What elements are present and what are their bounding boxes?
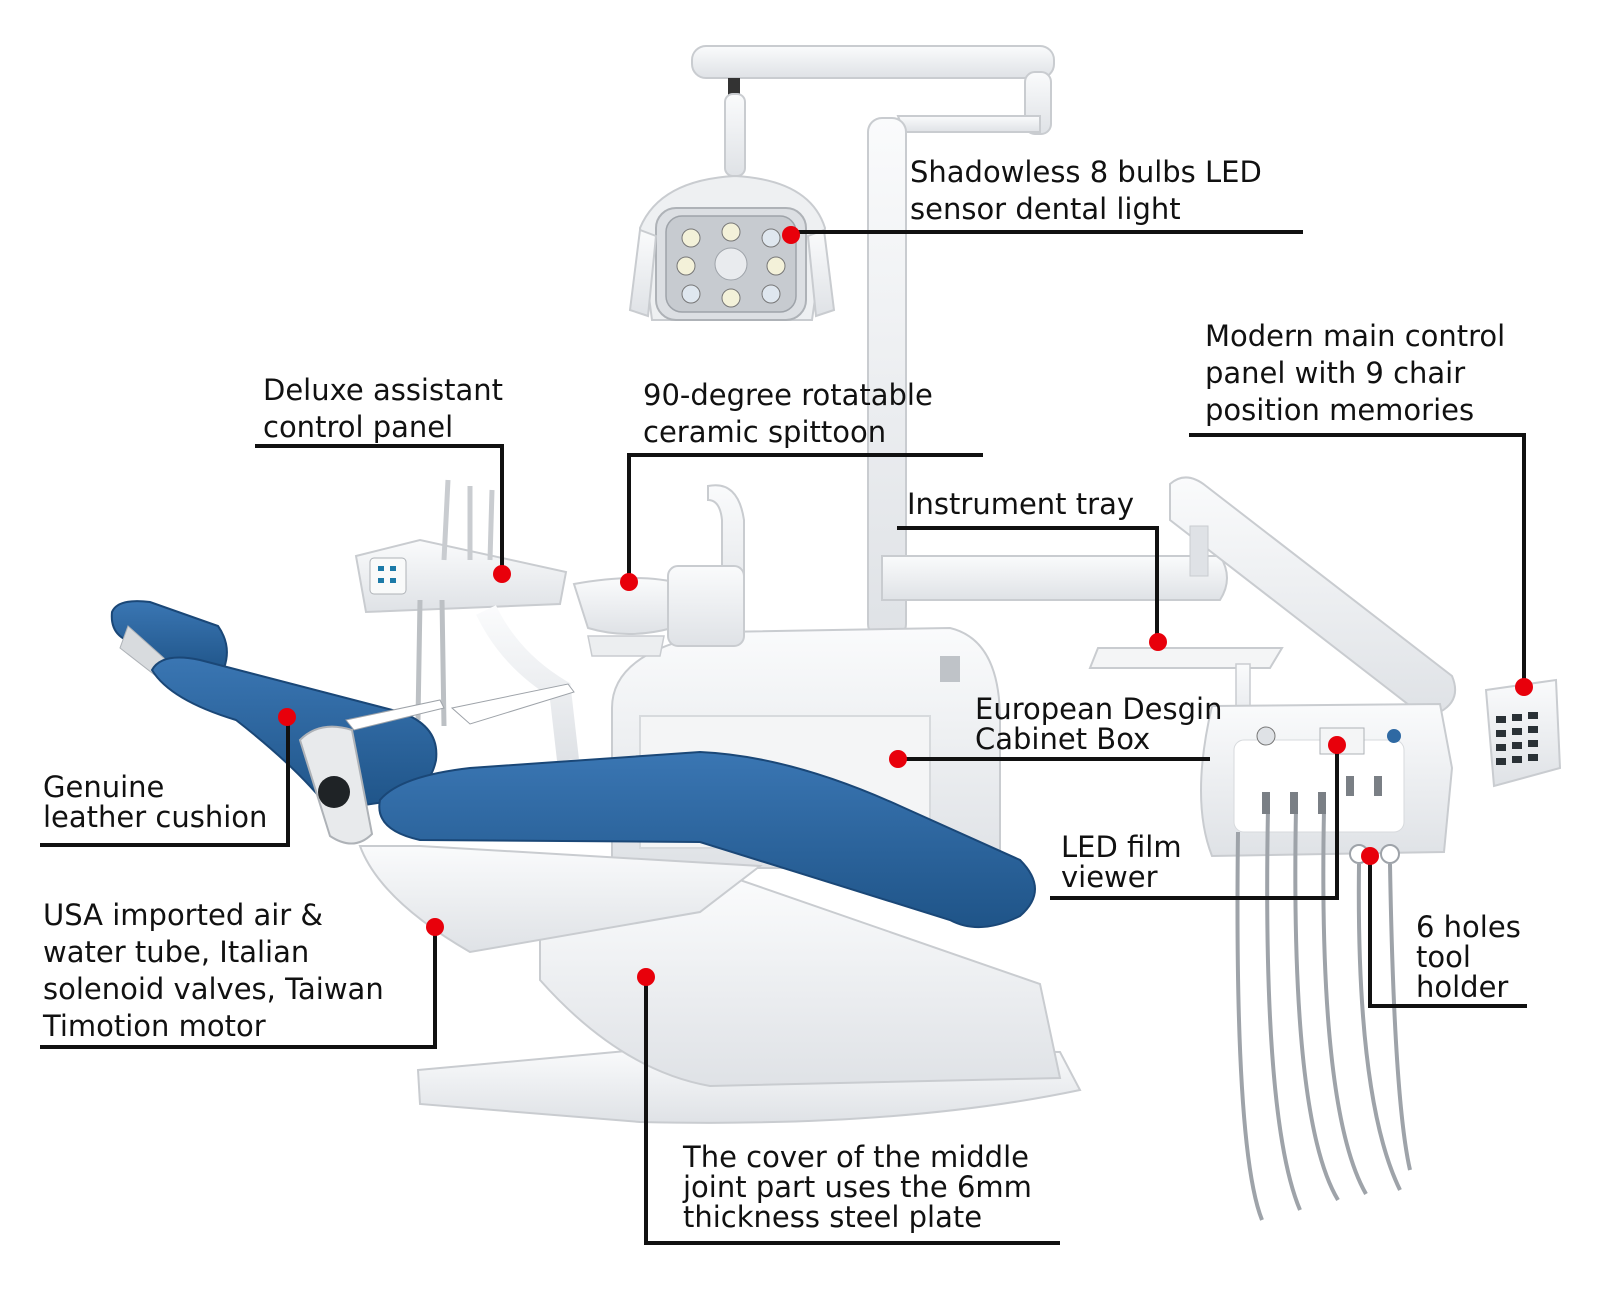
leader-line-air-water <box>40 927 437 1049</box>
chair-base-shape <box>358 845 1082 1124</box>
doctor-unit-shape <box>1169 476 1562 1221</box>
callout-assistant-panel-line-1: Deluxe assistant <box>263 373 503 407</box>
leader-lines <box>40 230 1527 1245</box>
callout-leather-cushion-line-1: Genuine <box>43 770 165 804</box>
leader-line-film-viewer <box>1050 745 1339 900</box>
callout-air-water-tube: USA imported air & water tube, Italian s… <box>43 897 384 1045</box>
marker-dot-cushion <box>278 708 296 726</box>
callout-tool-holder: 6 holes tool holder <box>1416 912 1521 1002</box>
callout-cabinet-box-line-2: Cabinet Box <box>975 722 1151 756</box>
callout-main-control-panel-line-1: Modern main control <box>1205 319 1506 353</box>
leader-line-instrument-tray <box>897 526 1159 640</box>
callout-instrument-tray-line-1: Instrument tray <box>907 487 1135 521</box>
callout-dental-light-line-1: Shadowless 8 bulbs LED <box>910 155 1262 189</box>
marker-dot-tool-holder <box>1361 847 1379 865</box>
callout-leather-cushion: Genuine leather cushion <box>43 772 267 832</box>
callout-dental-light: Shadowless 8 bulbs LED sensor dental lig… <box>910 154 1262 228</box>
light-arm <box>691 45 1055 639</box>
callout-main-control-panel-line-2: panel with 9 chair <box>1205 356 1466 390</box>
callout-assistant-panel-line-2: control panel <box>263 410 454 444</box>
callout-air-water-tube-line-1: USA imported air & <box>43 898 324 932</box>
callout-assistant-panel: Deluxe assistant control panel <box>263 372 503 446</box>
leader-line-tool-holder <box>1368 856 1527 1008</box>
assistant-panel-shape <box>354 479 579 762</box>
chair-seat-shape <box>110 600 1036 929</box>
callout-main-control-panel: Modern main control panel with 9 chair p… <box>1205 318 1505 429</box>
callout-dental-light-line-2: sensor dental light <box>910 192 1181 226</box>
marker-dot-cabinet <box>889 750 907 768</box>
callout-steel-plate-line-3: thickness steel plate <box>683 1200 983 1234</box>
callout-steel-plate-line-1: The cover of the middle <box>683 1140 1029 1174</box>
callout-steel-plate-line-2: joint part uses the 6mm <box>683 1170 1032 1204</box>
dental-light-head <box>628 174 836 321</box>
callout-air-water-tube-line-4: Timotion motor <box>43 1009 266 1043</box>
callout-leather-cushion-line-2: leather cushion <box>43 800 268 834</box>
marker-dot-main-panel <box>1515 678 1533 696</box>
callout-tool-holder-line-1: 6 holes <box>1416 910 1521 944</box>
marker-dot-spittoon <box>620 573 638 591</box>
marker-dot-dental-light <box>782 226 800 244</box>
callout-air-water-tube-line-2: water tube, Italian <box>43 935 310 969</box>
leader-line-steel-plate <box>644 977 1060 1245</box>
callout-steel-plate: The cover of the middle joint part uses … <box>683 1142 1032 1232</box>
marker-dots <box>278 226 1533 986</box>
callout-film-viewer-line-2: viewer <box>1061 860 1158 894</box>
marker-dot-steel-plate <box>637 968 655 986</box>
callout-cabinet-box-line-1: European Desgin <box>975 692 1223 726</box>
callout-spittoon-line-2: ceramic spittoon <box>643 415 887 449</box>
callout-air-water-tube-line-3: solenoid valves, Taiwan <box>43 972 384 1006</box>
callout-spittoon: 90-degree rotatable ceramic spittoon <box>643 377 933 451</box>
callout-film-viewer-line-1: LED film <box>1061 830 1182 864</box>
marker-dot-air-water <box>426 918 444 936</box>
instrument-tray-shape <box>881 555 1284 743</box>
leader-line-spittoon <box>627 453 983 580</box>
leader-line-assistant-panel <box>255 444 504 574</box>
spittoon-shape <box>572 484 745 657</box>
leader-line-main-panel <box>1189 433 1526 687</box>
callout-instrument-tray: Instrument tray <box>907 486 1134 523</box>
marker-dot-instrument-tray <box>1149 633 1167 651</box>
callout-film-viewer: LED film viewer <box>1061 832 1182 892</box>
callout-cabinet-box: European Desgin Cabinet Box <box>975 694 1222 754</box>
callout-tool-holder-line-3: holder <box>1416 970 1509 1004</box>
leader-line-cushion <box>40 717 290 847</box>
callout-tool-holder-line-2: tool <box>1416 940 1471 974</box>
callout-main-control-panel-line-3: position memories <box>1205 393 1475 427</box>
marker-dot-assistant-panel <box>493 565 511 583</box>
callout-spittoon-line-1: 90-degree rotatable <box>643 378 933 412</box>
marker-dot-film-viewer <box>1328 736 1346 754</box>
